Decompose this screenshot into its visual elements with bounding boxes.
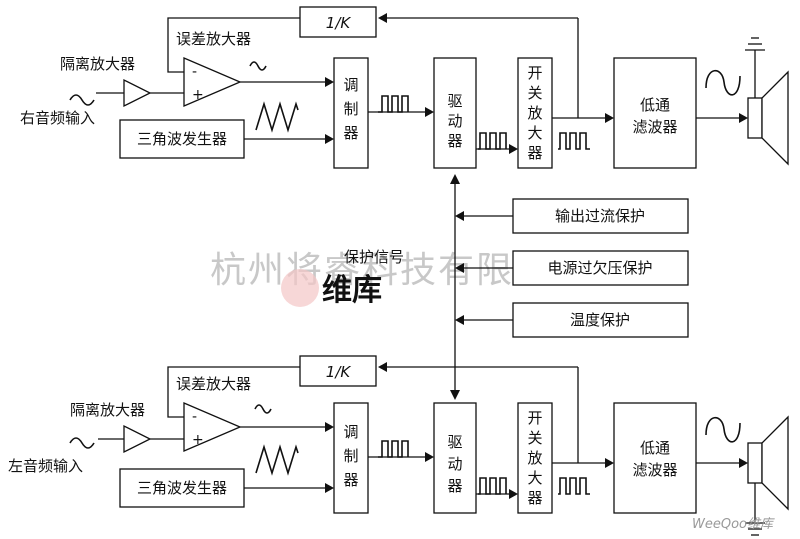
switch-amp-char: 放: [527, 449, 542, 467]
switch-amp-char: 器: [527, 144, 542, 162]
pwm-wave-icon: [378, 95, 409, 113]
lowpass-filter-block: [613, 402, 697, 514]
protection-section: 保护信号 输出过流保护 电源过欠压保护 温度保护: [344, 174, 689, 400]
pwm-wave-icon: [478, 132, 507, 150]
feedback-label: 1/K: [326, 363, 352, 381]
modulator-char: 器: [343, 471, 358, 489]
input-sine-icon: [69, 437, 95, 449]
lowpass-label-line2: 滤波器: [632, 118, 677, 136]
driver-char: 驱: [447, 433, 462, 451]
error-amp-label: 误差放大器: [176, 375, 251, 393]
output-sine-icon: [705, 416, 741, 443]
protection-signal-label: 保护信号: [344, 248, 404, 266]
switch-amp-char: 大: [527, 124, 542, 142]
minus-sign: -: [192, 64, 197, 80]
triangle-generator-label: 三角波发生器: [137, 130, 227, 148]
protection-item-label: 温度保护: [570, 311, 630, 329]
triangle-wave-icon: [255, 444, 299, 476]
switch-amp-char: 关: [527, 84, 542, 102]
modulator-block: [333, 57, 369, 169]
switch-amp-char: 大: [527, 469, 542, 487]
driver-block: [433, 402, 477, 514]
minus-sign: -: [192, 409, 197, 425]
lowpass-label-line1: 低通: [640, 439, 670, 457]
pwm-wave-icon: [478, 477, 507, 495]
input-sine-icon: [69, 94, 95, 106]
watermark-logo-icon: [281, 269, 319, 307]
protection-block-overcurrent: 输出过流保护: [455, 198, 689, 234]
speaker-icon: [747, 415, 789, 523]
feedback-block: [299, 6, 377, 38]
switch-amp-char: 放: [527, 104, 542, 122]
error-sine-icon: [249, 61, 267, 71]
pwm-wave-icon: [558, 132, 590, 150]
switch-amp-char: 关: [527, 429, 542, 447]
modulator-char: 调: [343, 423, 358, 441]
triangle-generator-block: [119, 119, 245, 159]
switch-amp-block: [517, 402, 553, 514]
pwm-wave-icon: [378, 440, 409, 458]
protection-block-temperature: 温度保护: [455, 302, 689, 338]
input-label: 右音频输入: [20, 109, 95, 127]
triangle-generator-label: 三角波发生器: [137, 479, 227, 497]
error-amp-symbol: [183, 402, 242, 452]
ground-icon: [745, 37, 765, 51]
modulator-char: 器: [343, 124, 358, 142]
channel-right: 1/K 误差放大器 隔离放大器 右音频输入 - + 三角波发生器 调 制 器: [20, 6, 789, 169]
channel-left: 1/K 误差放大器 隔离放大器 左音频输入 - + 三角波发生器 调 制 器 驱…: [8, 355, 789, 536]
protection-arrow-down: [450, 390, 460, 400]
driver-block: [433, 57, 477, 169]
isolation-amp-label: 隔离放大器: [70, 401, 145, 419]
watermark-logo-text: 维库: [322, 273, 382, 308]
input-label: 左音频输入: [8, 457, 83, 475]
driver-char: 动: [447, 455, 462, 473]
watermark-corner: WeeQoo维库: [692, 517, 775, 532]
isolation-amp-symbol: [123, 424, 152, 454]
feedback-label: 1/K: [326, 14, 352, 32]
protection-block-voltage: 电源过欠压保护: [455, 250, 689, 286]
isolation-amp-label: 隔离放大器: [60, 55, 135, 73]
driver-char: 动: [447, 112, 462, 130]
feedback-block: [299, 355, 377, 387]
protection-arrow-up: [450, 174, 460, 184]
switch-amp-block: [517, 57, 553, 169]
protection-item-label: 输出过流保护: [555, 207, 645, 225]
lowpass-filter-block: [613, 57, 697, 169]
modulator-char: 制: [343, 447, 358, 465]
modulator-block: [333, 402, 369, 514]
modulator-char: 制: [343, 100, 358, 118]
lowpass-label-line1: 低通: [640, 96, 670, 114]
output-sine-icon: [705, 69, 741, 96]
driver-char: 器: [447, 132, 462, 150]
plus-sign: +: [192, 432, 204, 448]
switch-amp-char: 器: [527, 489, 542, 507]
driver-char: 器: [447, 477, 462, 495]
modulator-char: 调: [343, 76, 358, 94]
isolation-amp-symbol: [123, 78, 152, 108]
switch-amp-char: 开: [527, 409, 542, 427]
driver-char: 驱: [447, 92, 462, 110]
pwm-wave-icon: [558, 477, 590, 495]
speaker-icon: [747, 50, 789, 166]
plus-sign: +: [192, 87, 204, 103]
error-amp-label: 误差放大器: [176, 30, 251, 48]
protection-item-label: 电源过欠压保护: [547, 259, 652, 277]
switch-amp-char: 开: [527, 64, 542, 82]
triangle-generator-block: [119, 468, 245, 508]
lowpass-label-line2: 滤波器: [632, 461, 677, 479]
error-sine-icon: [254, 404, 272, 414]
ground-icon: [745, 522, 765, 536]
error-amp-symbol: [183, 57, 242, 107]
triangle-wave-icon: [255, 101, 299, 133]
